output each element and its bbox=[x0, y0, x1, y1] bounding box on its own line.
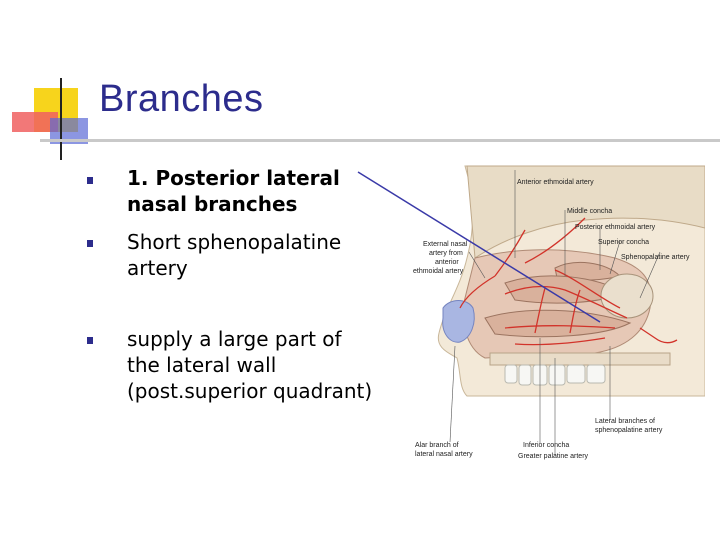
teeth bbox=[504, 364, 606, 386]
label-inferior-concha: Inferior concha bbox=[523, 442, 569, 449]
title-divider bbox=[40, 139, 720, 142]
bullet-3-line-2: the lateral wall bbox=[127, 353, 277, 377]
alar-cartilage bbox=[442, 300, 475, 343]
label-external-nasal-4: ethmoidal artery bbox=[413, 268, 464, 275]
label-sphenopalatine: Sphenopalatine artery bbox=[621, 254, 690, 261]
corner-red-square bbox=[12, 112, 58, 132]
arteries bbox=[459, 217, 678, 346]
label-external-nasal-1: External nasal bbox=[423, 241, 468, 248]
bullet-3-line-3: (post.superior quadrant) bbox=[127, 379, 373, 403]
label-greater-palatine: Greater palatine artery bbox=[518, 453, 589, 460]
slide-title: Branches bbox=[99, 78, 264, 120]
bullet-1-text: 1. Posterior lateral nasal branches bbox=[127, 165, 340, 217]
inferior-concha-shape bbox=[484, 309, 632, 338]
label-lateral-branches-2: sphenopalatine artery bbox=[595, 427, 663, 434]
bullet-2-line-1: Short sphenopalatine bbox=[127, 230, 342, 254]
bullet-3-line-1: supply a large part of bbox=[127, 327, 342, 351]
bullet-marker bbox=[87, 177, 93, 184]
label-superior-concha: Superior concha bbox=[598, 239, 649, 246]
label-alar-branch-2: lateral nasal artery bbox=[415, 451, 473, 458]
label-middle-concha: Middle concha bbox=[567, 208, 612, 215]
bullet-2-line-2: artery bbox=[127, 256, 188, 280]
skull-bone bbox=[466, 165, 705, 259]
label-lateral-branches-1: Lateral branches of bbox=[595, 418, 655, 425]
label-alar-branch-1: Alar branch of bbox=[415, 442, 459, 449]
nasal-anatomy-illustration: Anterior ethmoidal artery Middle concha … bbox=[413, 165, 705, 460]
corner-vertical-line bbox=[60, 78, 62, 160]
bullet-marker bbox=[87, 240, 93, 247]
label-external-nasal-2: artery from bbox=[429, 250, 463, 257]
bullet-marker bbox=[87, 337, 93, 344]
bullet-3-text: supply a large part of the lateral wall … bbox=[127, 326, 372, 404]
bullet-1-line-1: 1. Posterior lateral bbox=[127, 166, 340, 190]
label-anterior-ethmoidal: Anterior ethmoidal artery bbox=[517, 179, 594, 186]
label-posterior-ethmoidal: Posterior ethmoidal artery bbox=[575, 224, 656, 231]
bullet-1-line-2: nasal branches bbox=[127, 192, 298, 216]
bullet-2-text: Short sphenopalatine artery bbox=[127, 229, 341, 281]
leader-lines bbox=[449, 170, 661, 455]
label-external-nasal-3: anterior bbox=[435, 259, 459, 266]
